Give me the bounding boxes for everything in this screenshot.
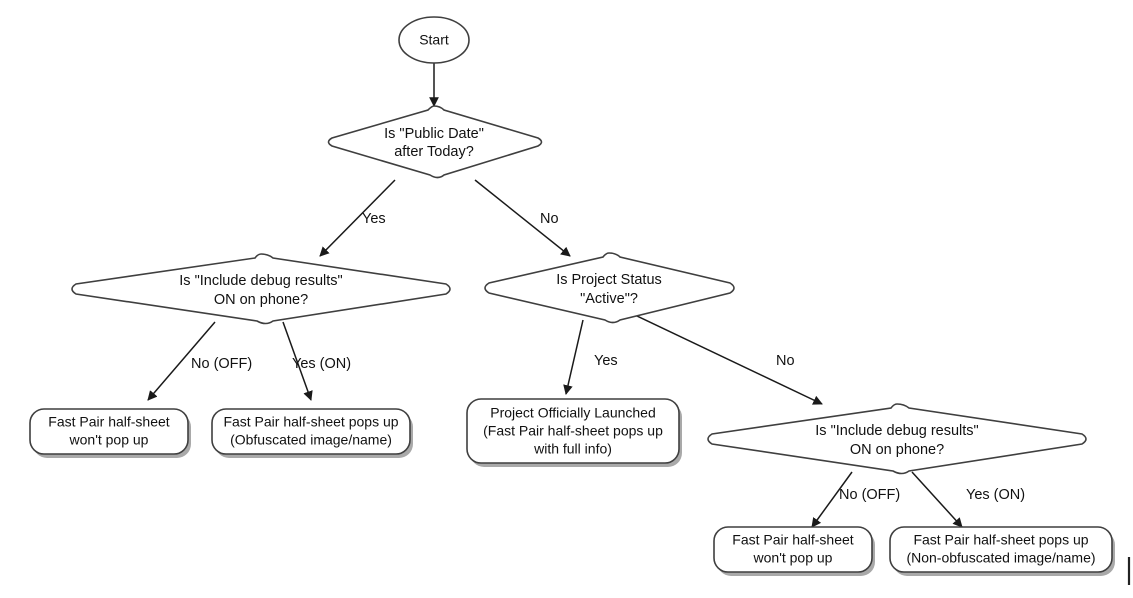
edge-public-date-yes (319, 179, 396, 257)
debug-left-line2: ON on phone? (214, 292, 308, 308)
terminal-right-off-box (713, 526, 873, 573)
start-label: Start (419, 32, 449, 48)
edge-label-project-status-yes: Yes (594, 353, 618, 369)
edge-project-status-no (634, 314, 823, 405)
debug-left-diamond (71, 253, 451, 325)
terminal-launched-line1: Project Officially Launched (490, 405, 656, 421)
node-terminal-launched[interactable]: Project Officially Launched (Fast Pair h… (466, 398, 682, 467)
terminal-launched-box (466, 398, 680, 464)
edge-debug-left-yes (282, 321, 313, 401)
node-terminal-right-on[interactable]: Fast Pair half-sheet pops up (Non-obfusc… (889, 526, 1115, 576)
node-decision-project-status[interactable]: Is Project Status "Active"? (484, 252, 735, 324)
debug-right-diamond (707, 403, 1087, 475)
public-date-line1: Is "Public Date" (384, 126, 484, 142)
edge-public-date-no (474, 179, 571, 257)
terminal-right-off-line2: won't pop up (753, 550, 833, 566)
project-status-diamond (484, 252, 735, 324)
project-status-line1: Is Project Status (556, 272, 662, 288)
node-decision-public-date[interactable]: Is "Public Date" after Today? (327, 105, 543, 179)
terminal-right-on-box (889, 526, 1113, 573)
edge-label-public-date-yes: Yes (362, 211, 386, 227)
terminal-left-on-line2: (Obfuscated image/name) (230, 432, 392, 448)
edge-label-debug-left-yes: Yes (ON) (292, 356, 351, 372)
node-decision-debug-right[interactable]: Is "Include debug results" ON on phone? (707, 403, 1087, 475)
terminal-left-off-line1: Fast Pair half-sheet (48, 414, 169, 430)
edge-project-status-yes (563, 319, 584, 395)
edge-debug-right-no (811, 471, 853, 528)
terminal-right-on-line1: Fast Pair half-sheet pops up (913, 532, 1088, 548)
project-status-line2: "Active"? (580, 291, 638, 307)
terminal-left-on-box (211, 408, 411, 455)
edge-debug-left-no (147, 321, 216, 401)
node-terminal-left-on[interactable]: Fast Pair half-sheet pops up (Obfuscated… (211, 408, 413, 458)
debug-right-line2: ON on phone? (850, 442, 944, 458)
terminal-launched-line3: with full info) (533, 441, 612, 457)
node-terminal-left-off[interactable]: Fast Pair half-sheet won't pop up (29, 408, 191, 458)
terminal-launched-line2: (Fast Pair half-sheet pops up (483, 423, 663, 439)
public-date-line2: after Today? (394, 144, 474, 160)
edge-label-debug-right-yes: Yes (ON) (966, 487, 1025, 503)
debug-left-line1: Is "Include debug results" (179, 273, 342, 289)
terminal-left-on-line1: Fast Pair half-sheet pops up (223, 414, 398, 430)
edge-debug-right-yes (911, 471, 963, 528)
terminal-right-off-line1: Fast Pair half-sheet (732, 532, 853, 548)
terminal-right-on-line2: (Non-obfuscated image/name) (906, 550, 1095, 566)
node-decision-debug-left[interactable]: Is "Include debug results" ON on phone? (71, 253, 451, 325)
terminal-left-off-box (29, 408, 189, 455)
node-start[interactable]: Start (398, 16, 470, 64)
edge-label-debug-right-no: No (OFF) (839, 487, 900, 503)
public-date-diamond (327, 105, 543, 179)
terminal-left-off-line2: won't pop up (69, 432, 149, 448)
edge-label-debug-left-no: No (OFF) (191, 356, 252, 372)
edges-layer (147, 62, 1131, 585)
edge-labels-layer: Yes No No (OFF) Yes (ON) Yes No No (OFF)… (191, 211, 1025, 503)
start-ellipse (398, 16, 470, 64)
edge-label-project-status-no: No (776, 353, 795, 369)
debug-right-line1: Is "Include debug results" (815, 423, 978, 439)
edge-label-public-date-no: No (540, 211, 559, 227)
node-terminal-right-off[interactable]: Fast Pair half-sheet won't pop up (713, 526, 875, 576)
